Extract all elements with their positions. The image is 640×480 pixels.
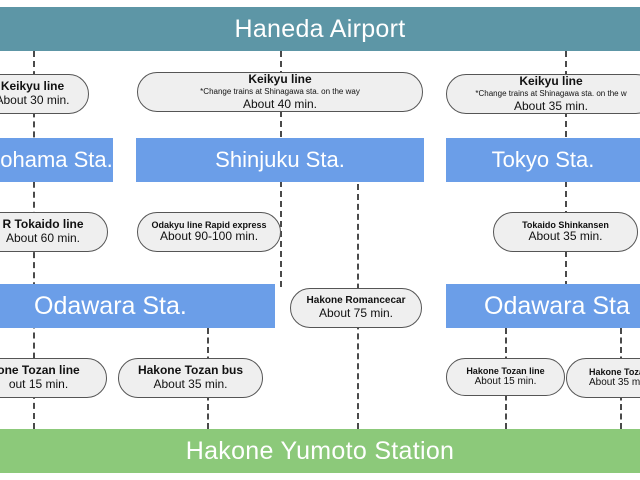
route-shinkansen: Tokaido Shinkansen About 35 min.	[493, 212, 638, 252]
origin-label: Haneda Airport	[234, 14, 406, 43]
route-time: About 75 min.	[318, 305, 394, 320]
route-keikyu-left: Keikyu line About 30 min.	[0, 74, 89, 114]
route-line-name: Hakone Romancecar	[306, 295, 406, 307]
route-keikyu-center: Keikyu line *Change trains at Shinagawa …	[137, 72, 423, 112]
route-time: About 35 min.	[153, 377, 228, 391]
route-note: *Change trains at Shinagawa sta. on the …	[200, 87, 360, 97]
route-tozan-bus-left: Hakone Tozan bus About 35 min.	[118, 358, 263, 398]
route-time: About 35 m	[589, 377, 640, 389]
route-tozan-bus-right: Hakone Tozan About 35 m	[566, 358, 640, 398]
destination-banner: Hakone Yumoto Station	[0, 429, 640, 473]
route-time: About 90-100 min.	[159, 229, 259, 244]
route-line-name: Hakone Tozan line	[466, 366, 545, 377]
route-line-name: R Tokaido line	[2, 217, 84, 232]
route-line-name: Tokaido Shinkansen	[522, 219, 609, 230]
route-time: About 30 min.	[0, 93, 70, 107]
route-line-name: Keikyu line	[248, 72, 312, 86]
route-time: About 40 min.	[242, 96, 318, 111]
route-line-name: one Tozan line	[0, 363, 80, 378]
route-line-name: Hakone Tozan bus	[137, 363, 244, 378]
station-odawara-left: Odawara Sta.	[0, 284, 275, 328]
station-shinjuku: Shinjuku Sta.	[136, 138, 424, 182]
route-keikyu-right: Keikyu line *Change trains at Shinagawa …	[446, 74, 640, 114]
route-line-name: Odakyu line Rapid express	[151, 219, 267, 230]
station-odawara-right: Odawara Sta	[446, 284, 640, 328]
route-time: About 15 min.	[474, 376, 537, 388]
station-yokohama: ohama Sta.	[0, 138, 113, 182]
route-line-name: Keikyu line	[519, 74, 583, 88]
route-tozan-line-right: Hakone Tozan line About 15 min.	[446, 358, 565, 396]
route-odakyu: Odakyu line Rapid express About 90-100 m…	[137, 212, 281, 252]
route-tozan-line-left: one Tozan line out 15 min.	[0, 358, 107, 398]
origin-banner: Haneda Airport	[0, 7, 640, 51]
destination-label: Hakone Yumoto Station	[185, 436, 455, 465]
route-romancecar: Hakone Romancecar About 75 min.	[290, 288, 422, 328]
route-time: About 60 min.	[5, 231, 81, 245]
route-time: out 15 min.	[8, 377, 69, 391]
route-time: About 35 min.	[528, 229, 603, 244]
route-note: *Change trains at Shinagawa sta. on the …	[475, 89, 627, 99]
route-line-name: Hakone Tozan	[589, 367, 640, 378]
route-line-name: Keikyu line	[0, 79, 65, 94]
station-tokyo: Tokyo Sta.	[446, 138, 640, 182]
route-jr-tokaido: R Tokaido line About 60 min.	[0, 212, 108, 252]
route-time: About 35 min.	[513, 98, 589, 113]
